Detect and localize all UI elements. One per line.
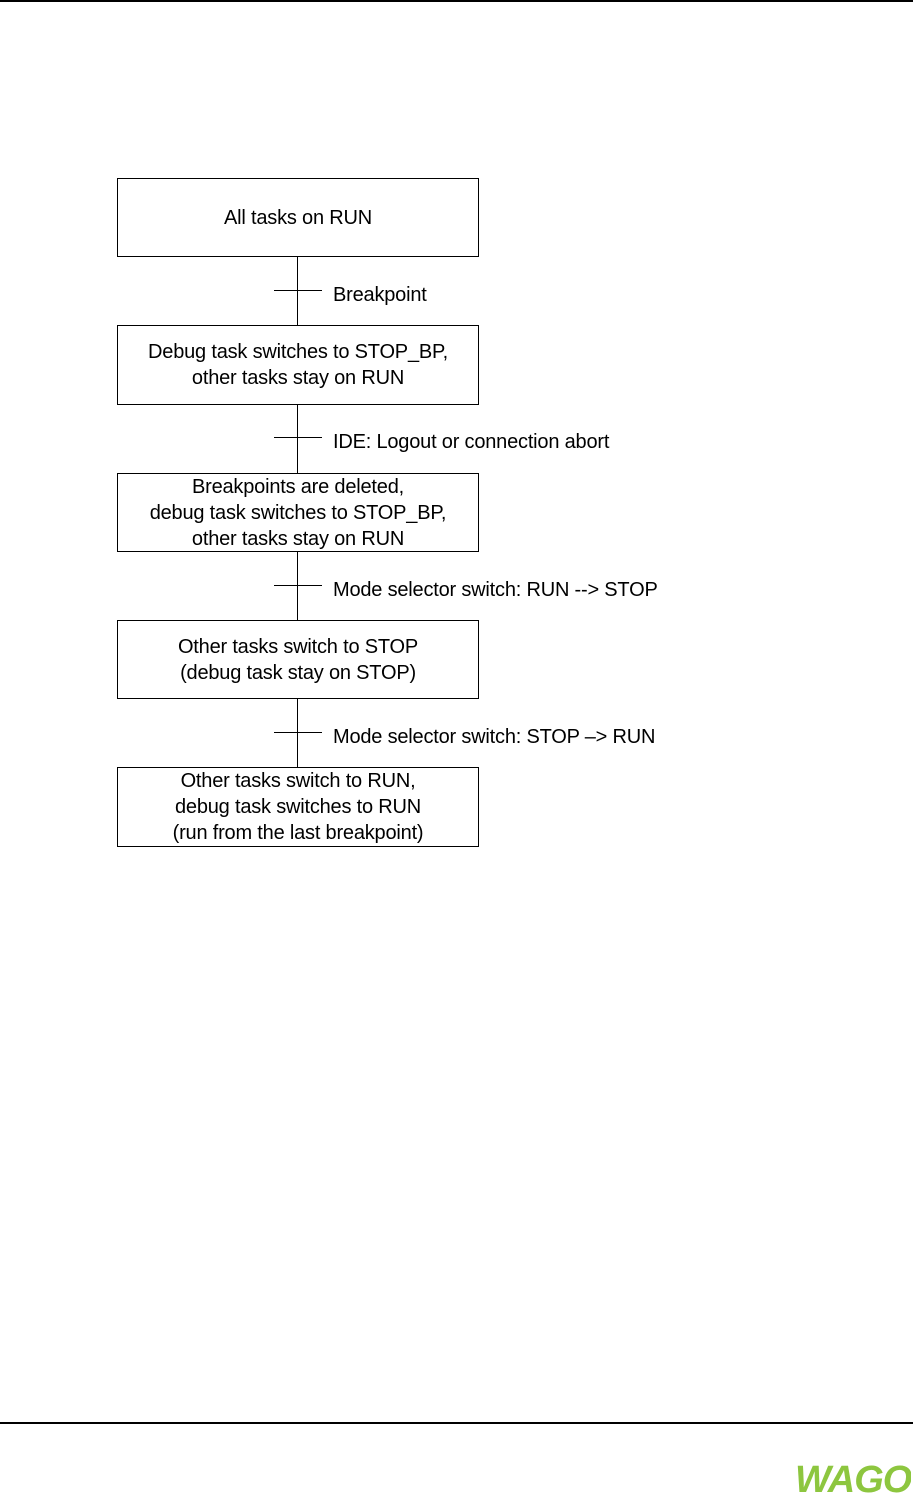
state-breakpoints-deleted: Breakpoints are deleted, debug task swit…: [117, 473, 479, 552]
state-line: (run from the last breakpoint): [172, 822, 424, 844]
state-other-tasks-run: Other tasks switch to RUN, debug task sw…: [117, 767, 479, 847]
state-line: other tasks stay on RUN: [191, 527, 405, 550]
transition-label-run-to-stop: Mode selector switch: RUN --> STOP: [333, 579, 658, 601]
footer-rule: [0, 1422, 913, 1424]
state-line: other tasks stay on RUN: [191, 367, 405, 389]
state-all-tasks-run: All tasks on RUN: [117, 178, 479, 257]
transition-tick: [274, 290, 322, 291]
state-line: Other tasks switch to RUN,: [180, 770, 416, 792]
state-line: (debug task stay on STOP): [180, 661, 416, 684]
transition-connector: [297, 552, 298, 620]
state-line: debug task switches to RUN: [174, 796, 422, 818]
transition-label-breakpoint: Breakpoint: [333, 284, 427, 306]
transition-label-stop-to-run: Mode selector switch: STOP –> RUN: [333, 726, 656, 748]
transition-connector: [297, 699, 298, 767]
transition-tick: [274, 732, 322, 733]
state-line: Debug task switches to STOP_BP,: [148, 341, 448, 363]
transition-connector: [297, 405, 298, 473]
transition-label-ide-logout: IDE: Logout or connection abort: [333, 431, 610, 453]
header-rule: [0, 0, 913, 2]
transition-tick: [274, 585, 322, 586]
transition-connector: [297, 257, 298, 325]
wago-logo-text: WAGO: [795, 1460, 911, 1496]
transition-tick: [274, 437, 322, 438]
state-line: All tasks on RUN: [224, 206, 372, 229]
state-line: Breakpoints are deleted,: [191, 475, 404, 498]
state-other-tasks-stop: Other tasks switch to STOP (debug task s…: [117, 620, 479, 699]
state-line: Other tasks switch to STOP: [177, 635, 419, 658]
state-debug-stop-bp: Debug task switches to STOP_BP, other ta…: [117, 325, 479, 405]
wago-logo: WAGO: [795, 1460, 911, 1496]
state-line: debug task switches to STOP_BP,: [149, 501, 447, 524]
